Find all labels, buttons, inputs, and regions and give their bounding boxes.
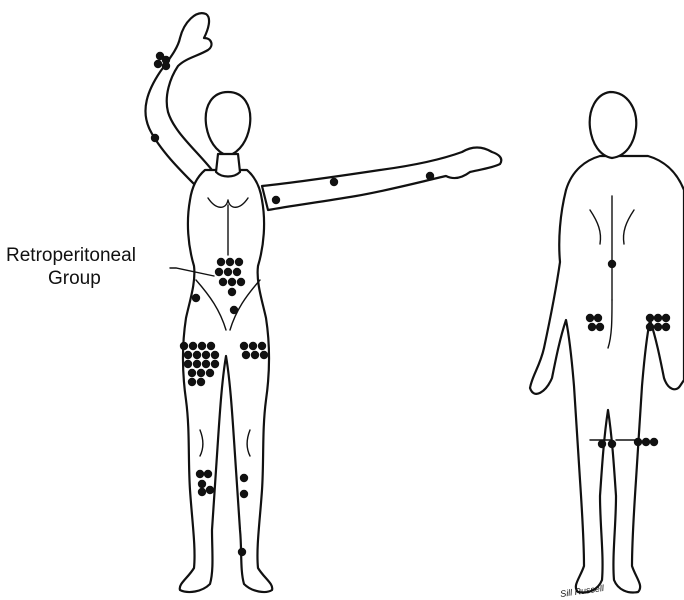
lesion-dot [151,134,159,142]
lesion-dot [196,470,204,478]
annotation-label-line2: Group [48,268,101,290]
lesion-dot [192,294,200,302]
lesion-dot [180,342,188,350]
lesion-dot [330,178,338,186]
lesion-dot [237,278,245,286]
lesion-dot [197,378,205,386]
lesion-dot [211,360,219,368]
lesion-dot [608,440,616,448]
lesion-dot [240,490,248,498]
lesion-dot [426,172,434,180]
lesion-dot [249,342,257,350]
lesion-dot [588,323,596,331]
lesion-dot [654,323,662,331]
front-neck [216,154,240,177]
lesion-dot [197,369,205,377]
lesion-dot [654,314,662,322]
lesion-dot [228,288,236,296]
lesion-dot [184,351,192,359]
lesion-dot [596,323,604,331]
lesion-dot [198,342,206,350]
back-body [530,156,684,593]
lesion-dot [233,268,241,276]
lesion-dot [211,351,219,359]
back-figure [530,92,684,593]
lesion-dot [662,323,670,331]
lesion-dot [634,438,642,446]
front-figure [145,13,501,592]
lesion-dot [260,351,268,359]
lesion-dot [598,440,606,448]
lesion-dot [646,314,654,322]
lesion-dot [193,351,201,359]
lesion-dot [188,369,196,377]
front-extended-arm [262,148,501,211]
lesion-dot [224,268,232,276]
lesion-dot [586,314,594,322]
annotation-label-line1: Retroperitoneal [6,245,136,267]
lesion-dot [240,474,248,482]
front-raised-arm [145,13,212,186]
lesion-dot [206,486,214,494]
lesion-dot [642,438,650,446]
lesion-dot [207,342,215,350]
lesion-dot [242,351,250,359]
lesion-dot [226,258,234,266]
lesion-dot [162,62,170,70]
lesion-dot [251,351,259,359]
lesion-dot [189,342,197,350]
lesion-dot [188,378,196,386]
lesion-dot [258,342,266,350]
lesion-dot [154,60,162,68]
lesion-dot [662,314,670,322]
lesion-dot [230,306,238,314]
lesion-dot [198,480,206,488]
lesion-dot [202,351,210,359]
lesion-dot [608,260,616,268]
lesion-dot [219,278,227,286]
lesion-dot [202,360,210,368]
lesion-dot [240,342,248,350]
lesion-dot [650,438,658,446]
lesion-dot [235,258,243,266]
back-head [590,92,637,158]
lesion-dot [184,360,192,368]
lesion-dot [204,470,212,478]
front-head [206,92,251,156]
lesion-dot [198,488,206,496]
lesion-dot [206,369,214,377]
lesion-dot [215,268,223,276]
lesion-dot [594,314,602,322]
lesion-dot [238,548,246,556]
lesion-dot [646,323,654,331]
lesion-dot [193,360,201,368]
lesion-dot [217,258,225,266]
lesion-dot [228,278,236,286]
lesion-dot [272,196,280,204]
